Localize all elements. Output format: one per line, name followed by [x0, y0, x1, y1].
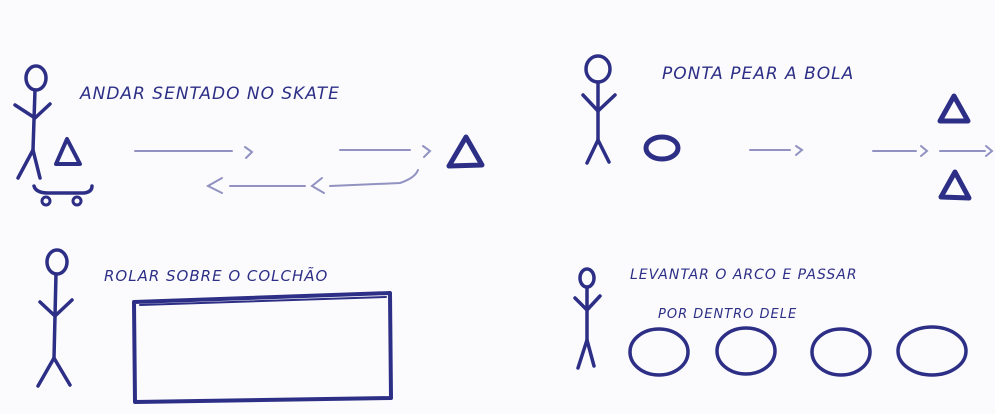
- panel-kick: PONTA PEAR A BOLA: [581, 54, 994, 201]
- ball-icon: [643, 134, 681, 162]
- caption-skate: ANDAR SENTADO NO SKATE: [79, 84, 340, 104]
- hoop-icon: [810, 327, 872, 377]
- dashed-arrow-icon: [749, 145, 994, 157]
- stick-figure-icon: [36, 248, 74, 388]
- skateboard-icon: [32, 184, 94, 207]
- hoop-icon: [628, 327, 690, 377]
- triangle-cone-icon: [937, 93, 971, 124]
- mattress-rectangle-icon: [132, 291, 393, 404]
- stick-figure-icon: [573, 267, 602, 370]
- hoop-icon: [896, 325, 968, 377]
- caption-hoops-line2: POR DENTRO DELE: [658, 307, 797, 322]
- dashed-arrow-icon: [134, 145, 432, 194]
- triangle-cone-icon: [54, 137, 82, 166]
- hoop-icon: [715, 326, 777, 376]
- caption-kick: PONTA PEAR A BOLA: [662, 64, 854, 84]
- caption-hoops-line1: LEVANTAR O ARCO E PASSAR: [630, 267, 858, 283]
- triangle-cone-icon: [938, 169, 972, 201]
- stick-figure-icon: [581, 54, 617, 165]
- caption-roll: ROLAR SOBRE O COLCHÃO: [104, 266, 328, 285]
- stick-figure-icon: [13, 64, 52, 180]
- panel-hoops: LEVANTAR O ARCO E PASSAR POR DENTRO DELE: [573, 267, 968, 377]
- triangle-cone-icon: [446, 134, 485, 169]
- panel-skate: ANDAR SENTADO NO SKATE: [13, 64, 485, 207]
- panel-roll: ROLAR SOBRE O COLCHÃO: [36, 248, 393, 404]
